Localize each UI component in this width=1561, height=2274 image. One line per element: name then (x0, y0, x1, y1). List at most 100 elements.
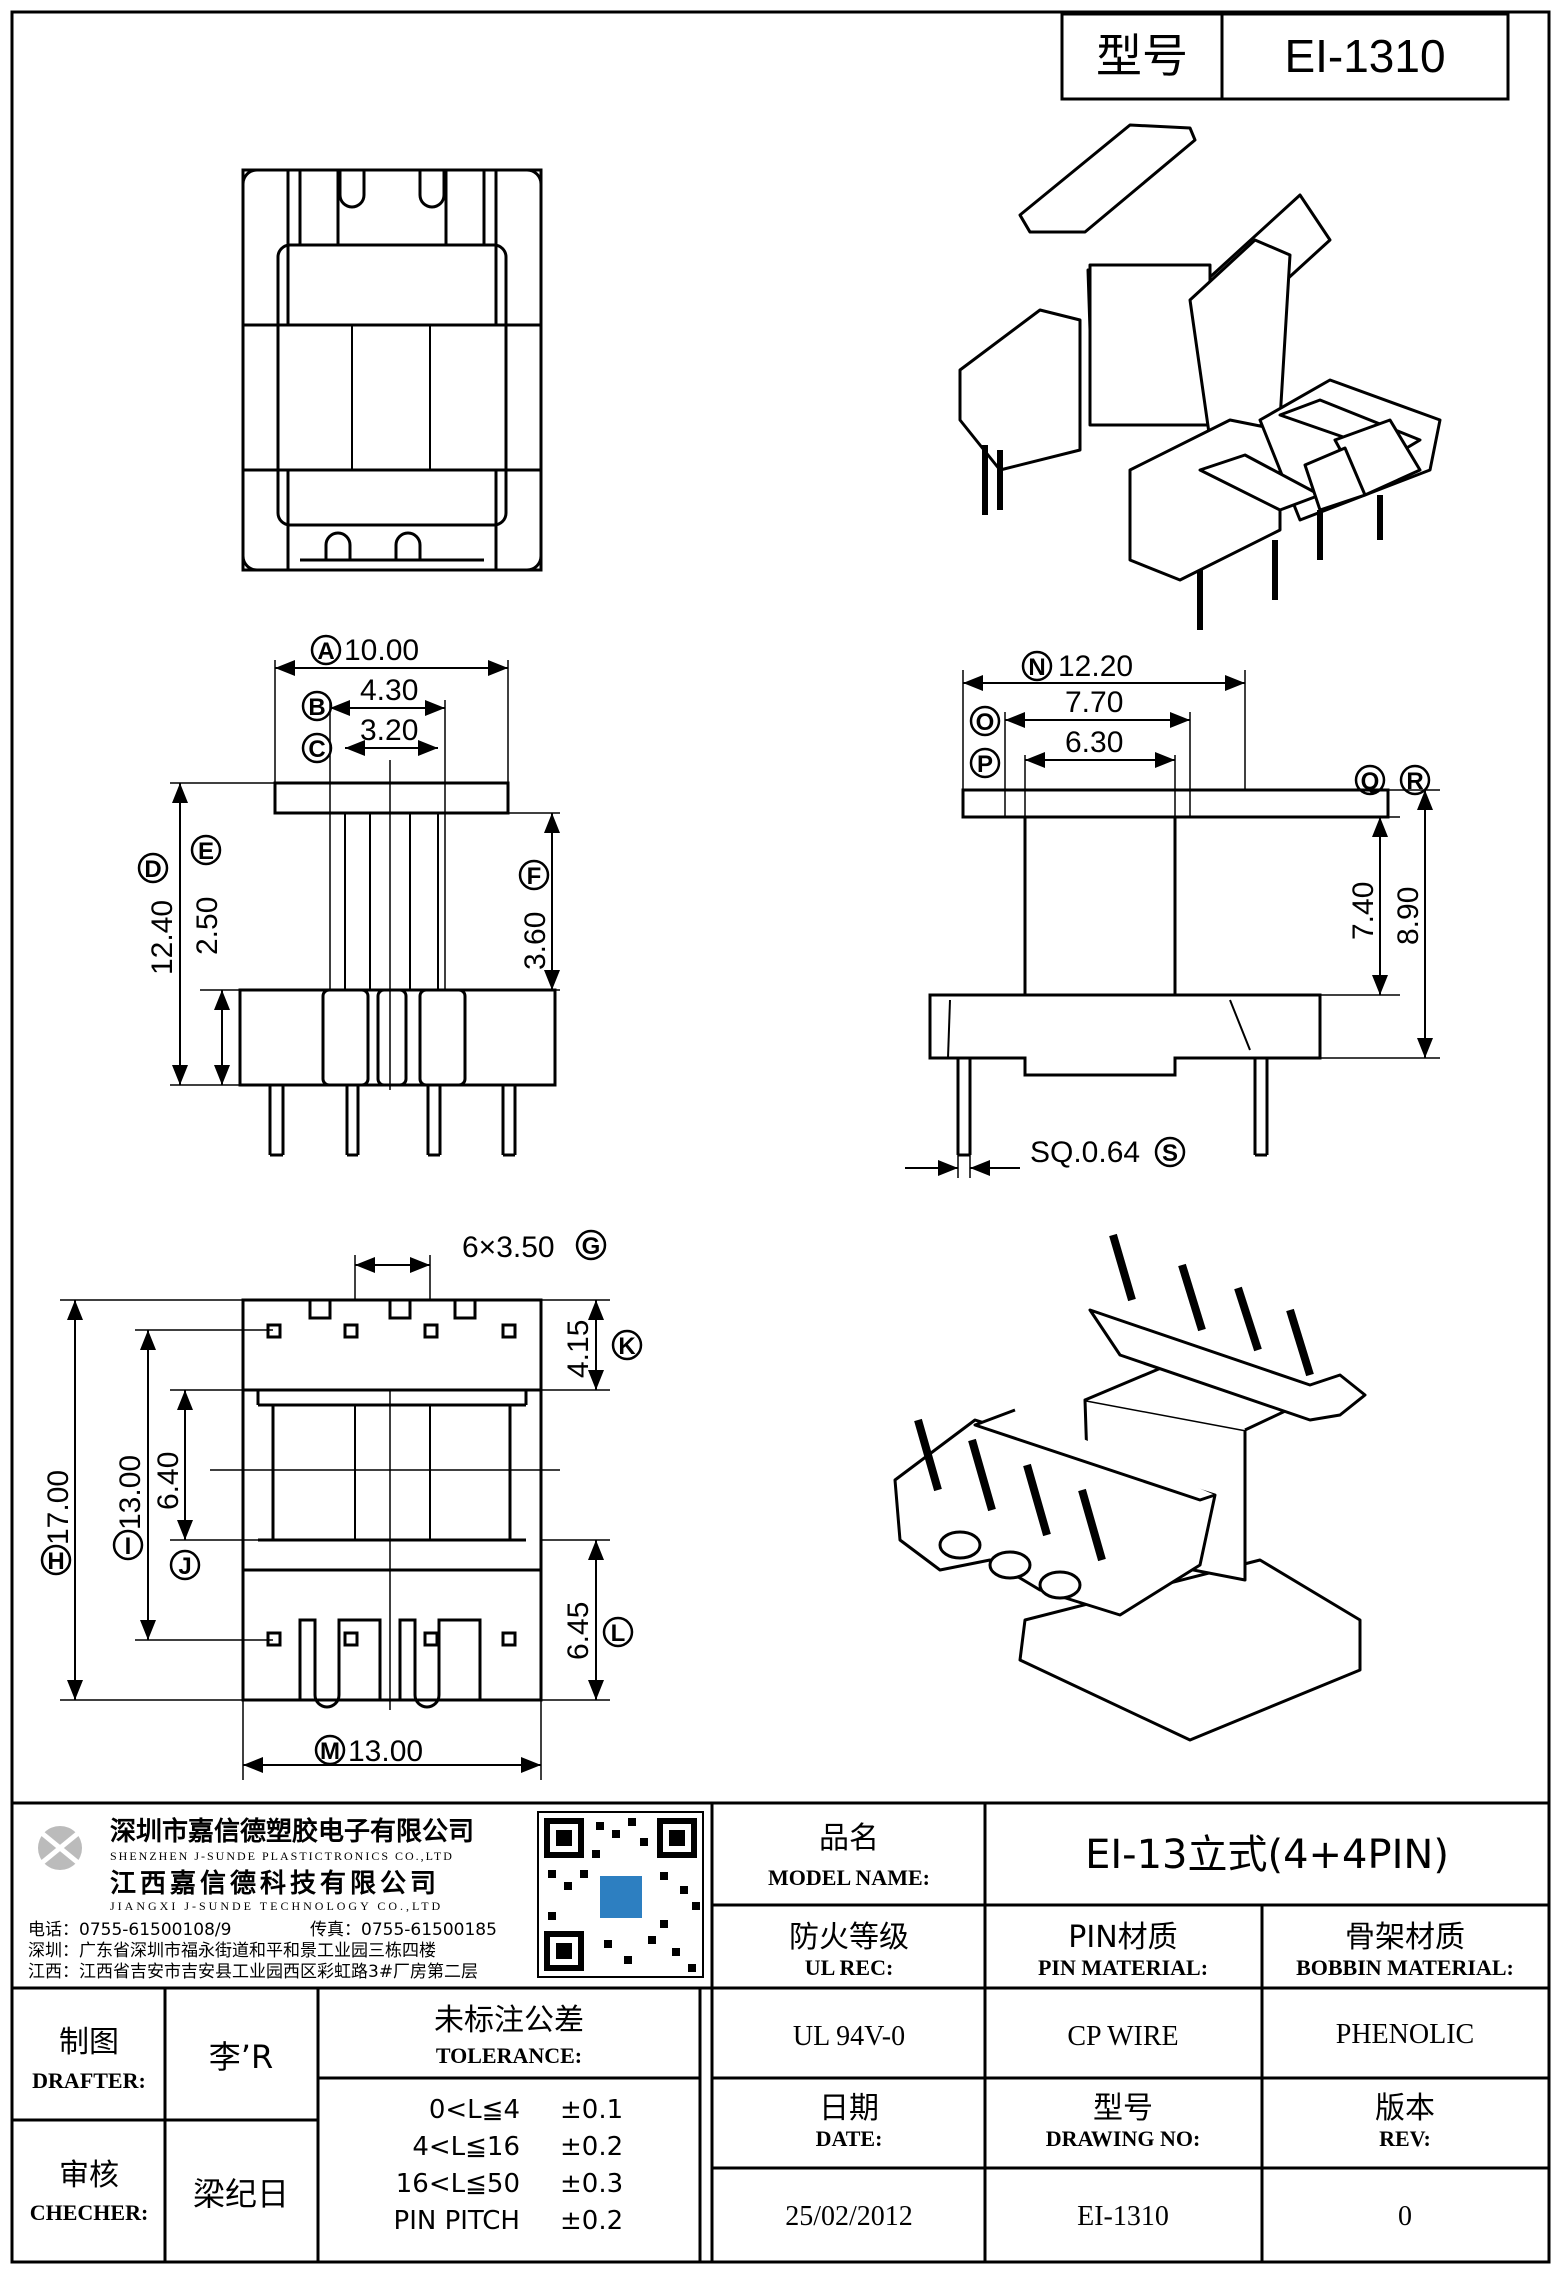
checker-label-cn: 审核 (59, 2158, 119, 2193)
qr-code (537, 1811, 704, 1978)
svg-text:SQ.0.64: SQ.0.64 (1030, 1136, 1140, 1169)
svg-text:R: R (1406, 768, 1423, 795)
model-name-value: EI-13立式(4+4PIN) (1085, 1832, 1449, 1878)
bottom-view (60, 1255, 610, 1780)
company-fax: 传真：0755-61500185 (310, 1920, 497, 1940)
dim-N: N 12.20 (1021, 650, 1133, 683)
svg-text:6.40: 6.40 (152, 1452, 185, 1510)
svg-text:I: I (125, 1533, 132, 1560)
svg-text:N: N (1028, 654, 1045, 681)
svg-text:10.00: 10.00 (344, 634, 419, 667)
bobbin-label-en: BOBBIN MATERIAL: (1296, 1955, 1514, 1980)
svg-text:2.50: 2.50 (191, 897, 224, 955)
date-label-cn: 日期 (819, 2091, 879, 2126)
tolerance-label-cn: 未标注公差 (434, 2003, 584, 2038)
svg-text:H: H (47, 1548, 64, 1575)
bobbin-value: PHENOLIC (1336, 2019, 1474, 2050)
sheet-border (10, 10, 1551, 2264)
tolerance-range: 4<L≦16 (412, 2132, 520, 2162)
svg-text:13.00: 13.00 (348, 1735, 423, 1768)
svg-text:17.00: 17.00 (42, 1470, 75, 1545)
svg-text:L: L (611, 1620, 626, 1647)
dim-S: SQ.0.64 S (1030, 1136, 1186, 1169)
svg-text:A: A (317, 638, 334, 665)
svg-text:6×3.50: 6×3.50 (462, 1231, 555, 1264)
dim-J: J 6.40 (152, 1452, 201, 1581)
header-model-value: EI-1310 (1284, 30, 1445, 82)
svg-text:K: K (618, 1333, 636, 1360)
dim-H: H 17.00 (40, 1470, 75, 1576)
svg-text:13.00: 13.00 (114, 1455, 147, 1530)
svg-text:G: G (582, 1233, 601, 1260)
drawing-label-cn: 型号 (1093, 2091, 1153, 2126)
company-name-cn-2: 江西嘉信德科技有限公司 (110, 1869, 440, 1899)
dim-R: R 8.90 (1392, 764, 1431, 945)
tolerance-value: ±0.2 (560, 2206, 623, 2236)
iso-view-top (958, 123, 1442, 630)
svg-text:P: P (977, 751, 993, 778)
tolerance-range: 16<L≦50 (396, 2169, 520, 2199)
tolerance-value: ±0.1 (560, 2095, 623, 2125)
company-address-jiangxi: 江西：江西省吉安市吉安县工业园西区彩虹路3#厂房第二层 (28, 1962, 478, 1982)
svg-text:3.60: 3.60 (519, 912, 552, 970)
svg-text:12.40: 12.40 (146, 900, 179, 975)
company-address-shenzhen: 深圳：广东省深圳市福永街道和平和景工业园三栋四楼 (28, 1941, 436, 1961)
svg-text:O: O (976, 709, 995, 736)
svg-text:B: B (308, 694, 325, 721)
svg-text:F: F (527, 863, 542, 890)
ul-value: UL 94V-0 (793, 2021, 905, 2052)
header-model-box: 型号 EI-1310 (1060, 12, 1510, 101)
dim-B: B 4.30 (301, 674, 418, 722)
checker-label-en: CHECHER: (30, 2200, 149, 2225)
date-value: 25/02/2012 (785, 2201, 913, 2232)
date-label-en: DATE: (816, 2126, 883, 2151)
svg-text:S: S (1162, 1140, 1178, 1167)
company-logo (36, 1826, 84, 1870)
dim-K: K 4.15 (562, 1320, 643, 1378)
title-block (12, 1801, 1549, 2262)
drawing-value: EI-1310 (1077, 2201, 1169, 2232)
pin-value: CP WIRE (1067, 2021, 1178, 2052)
rev-label-cn: 版本 (1375, 2091, 1435, 2126)
company-name-en-1: SHENZHEN J-SUNDE PLASTICTRONICS CO.,LTD (110, 1849, 454, 1863)
svg-text:E: E (198, 838, 214, 865)
rev-label-en: REV: (1379, 2126, 1431, 2151)
rev-value: 0 (1398, 2201, 1412, 2232)
drawing-label-en: DRAWING NO: (1046, 2126, 1201, 2151)
side-view (905, 670, 1440, 1178)
tolerance-value: ±0.3 (560, 2169, 623, 2199)
dim-C: C 3.20 (301, 714, 418, 764)
svg-text:J: J (178, 1553, 191, 1580)
company-phone: 电话：0755-61500108/9 (28, 1920, 231, 1940)
svg-text:7.40: 7.40 (1347, 882, 1380, 940)
ul-label-cn: 防火等级 (789, 1920, 909, 1955)
checker-value: 梁纪日 (193, 2175, 289, 2213)
header-model-label: 型号 (1096, 29, 1188, 83)
dim-A: A 10.00 (310, 634, 419, 667)
top-view (241, 168, 543, 572)
svg-text:7.70: 7.70 (1065, 686, 1123, 719)
dim-D: D 12.40 (137, 852, 179, 975)
drafter-label-cn: 制图 (59, 2025, 119, 2060)
svg-text:Q: Q (1361, 768, 1380, 795)
tolerance-label-en: TOLERANCE: (436, 2043, 582, 2068)
svg-text:C: C (308, 736, 325, 763)
tolerance-range: PIN PITCH (394, 2206, 520, 2236)
pin-label-cn: PIN材质 (1068, 1920, 1177, 1955)
iso-view-bottom (893, 1233, 1367, 1742)
model-name-label-en: MODEL NAME: (768, 1865, 930, 1890)
dim-P: P 6.30 (969, 726, 1123, 779)
drafter-label-en: DRAFTER: (32, 2068, 146, 2093)
svg-text:4.15: 4.15 (562, 1320, 595, 1378)
svg-text:6.45: 6.45 (562, 1602, 595, 1660)
pin-label-en: PIN MATERIAL: (1038, 1955, 1208, 1980)
drafter-value: 李’R (209, 2038, 273, 2076)
svg-text:M: M (320, 1738, 340, 1765)
tolerance-value: ±0.2 (560, 2132, 623, 2162)
company-name-cn-1: 深圳市嘉信德塑胶电子有限公司 (110, 1816, 474, 1847)
svg-text:4.30: 4.30 (360, 674, 418, 707)
bobbin-label-cn: 骨架材质 (1345, 1920, 1465, 1955)
dim-M: M 13.00 (314, 1734, 423, 1768)
dim-L: L 6.45 (562, 1602, 634, 1660)
